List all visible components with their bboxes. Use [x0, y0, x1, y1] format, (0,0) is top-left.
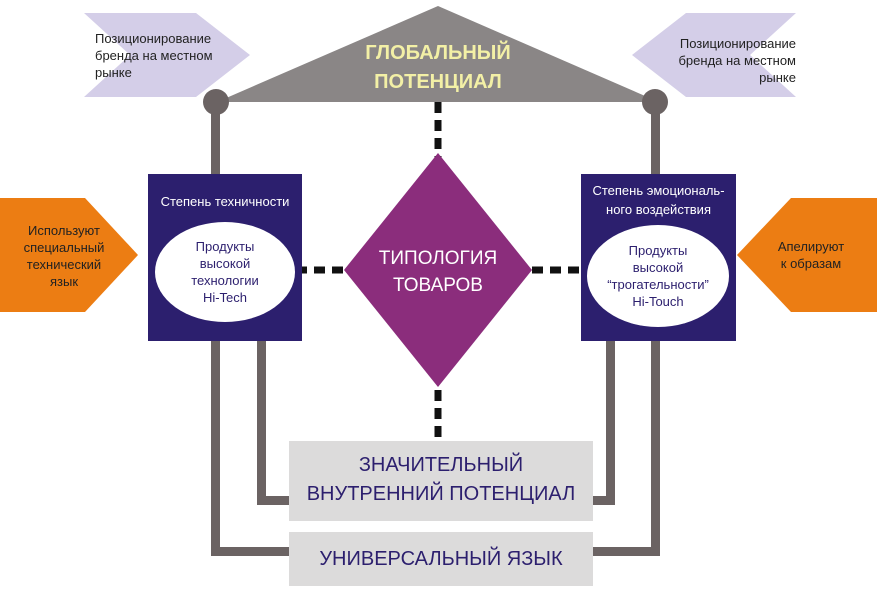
roof-right-knob	[642, 89, 668, 115]
left-oval	[155, 222, 295, 322]
left-side-arrow-line-2: специальный	[23, 240, 105, 255]
right-top-arrow-label: Позиционирование бренда на местном рынке	[636, 30, 796, 86]
internal-potential-box	[289, 441, 593, 521]
left-top-arrow-line-2: бренда на местном	[95, 48, 213, 63]
internal-line-2: ВНУТРЕННИЙ ПОТЕНЦИАЛ	[306, 483, 576, 505]
left-side-arrow-label: Используют специальный технический язык	[8, 218, 120, 294]
left-side-arrow-line-1: Используют	[28, 223, 100, 238]
center-line-1: ТИПОЛОГИЯ	[378, 248, 498, 269]
right-panel-title-line-2: ного воздействия	[606, 202, 711, 217]
right-top-arrow-line-2: бренда на местном	[678, 53, 796, 68]
right-oval	[587, 225, 729, 327]
roof-line-1: ГЛОБАЛЬНЫЙ	[365, 42, 511, 64]
internal-potential-label: ЗНАЧИТЕЛЬНЫЙ ВНУТРЕННИЙ ПОТЕНЦИАЛ	[289, 447, 593, 513]
left-side-arrow-line-3: технический	[26, 257, 102, 272]
internal-line-1: ЗНАЧИТЕЛЬНЫЙ	[358, 454, 524, 476]
right-side-arrow-label: Апелируют к образам	[752, 234, 870, 276]
left-oval-line-2: высокой	[199, 256, 251, 271]
left-top-arrow-line-1: Позиционирование	[95, 31, 212, 46]
left-side-arrow-line-4: язык	[49, 274, 79, 289]
left-oval-line-4: Hi-Tech	[202, 290, 248, 305]
left-top-arrow-label: Позиционирование бренда на местном рынке	[95, 30, 255, 86]
right-oval-label: Продукты высокой “трогательности” Hi-Tou…	[588, 238, 728, 314]
left-oval-line-1: Продукты	[195, 239, 255, 254]
right-top-arrow-line-3: рынке	[759, 70, 796, 85]
left-top-arrow-line-3: рынке	[95, 65, 132, 80]
right-side-arrow-line-2: к образам	[780, 256, 842, 271]
right-oval-line-4: Hi-Touch	[632, 294, 684, 309]
right-side-arrow-line-1: Апелируют	[777, 239, 845, 254]
roof-triangle	[217, 6, 659, 102]
left-oval-line-3: технологии	[191, 273, 259, 288]
right-oval-line-2: высокой	[632, 260, 684, 275]
right-oval-line-1: Продукты	[628, 243, 688, 258]
center-diamond	[344, 153, 532, 387]
left-side-arrow-shape	[0, 198, 138, 312]
dashed-connectors	[296, 102, 582, 440]
left-panel-title: Степень техничности	[160, 193, 290, 209]
right-side-arrow-shape	[737, 198, 877, 312]
right-top-arrow	[632, 13, 796, 97]
right-panel-title: Степень эмоциональ- ного воздействия	[581, 180, 736, 220]
left-inner-pillar	[257, 330, 266, 505]
center-diamond-label: ТИПОЛОГИЯ ТОВАРОВ	[358, 244, 518, 300]
roof-left-knob	[203, 89, 229, 115]
right-oval-line-3: “трогательности”	[607, 277, 709, 292]
roof-line-2: ПОТЕНЦИАЛ	[374, 71, 502, 93]
left-oval-label: Продукты высокой технологии Hi-Tech	[160, 234, 290, 310]
right-panel-title-line-1: Степень эмоциональ-	[592, 183, 725, 198]
center-line-2: ТОВАРОВ	[393, 275, 483, 296]
right-inner-pillar	[606, 330, 615, 505]
universal-language-box	[289, 532, 593, 586]
right-top-arrow-line-1: Позиционирование	[679, 36, 796, 51]
roof-label: ГЛОБАЛЬНЫЙ ПОТЕНЦИАЛ	[330, 38, 546, 98]
left-top-arrow	[84, 13, 250, 97]
universal-language-label: УНИВЕРСАЛЬНЫЙ ЯЗЫК	[319, 547, 563, 570]
